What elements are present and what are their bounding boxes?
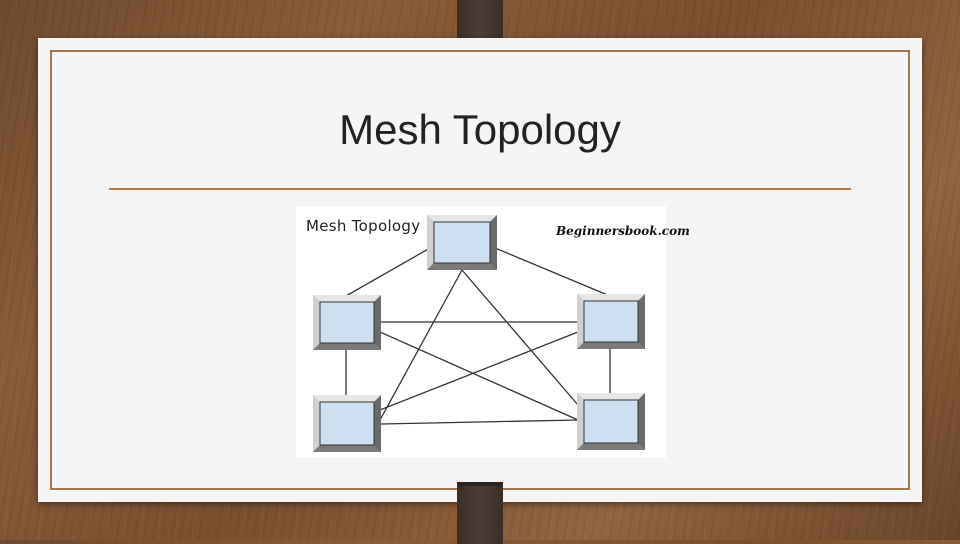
- binder-clip-bottom: [457, 482, 503, 544]
- link-right-bottomleft: [379, 331, 579, 411]
- node-top: [427, 215, 497, 270]
- node-bottom-right: [577, 393, 645, 450]
- mesh-links: [345, 247, 611, 425]
- node-bottom-left: [313, 395, 381, 452]
- link-left-bottomright: [379, 331, 579, 421]
- link-top-right: [494, 247, 611, 297]
- title-divider: [109, 188, 851, 190]
- node-left: [313, 295, 381, 350]
- slide-title: Mesh Topology: [339, 106, 621, 153]
- figure-caption: Mesh Topology: [306, 217, 421, 235]
- link-top-bottomright: [461, 269, 579, 406]
- figure-credit: Beginnersbook.com: [556, 224, 690, 238]
- link-top-left: [345, 247, 431, 297]
- link-bottomleft-bottomright: [379, 419, 579, 425]
- link-top-bottomleft: [379, 269, 463, 421]
- node-right: [577, 294, 645, 349]
